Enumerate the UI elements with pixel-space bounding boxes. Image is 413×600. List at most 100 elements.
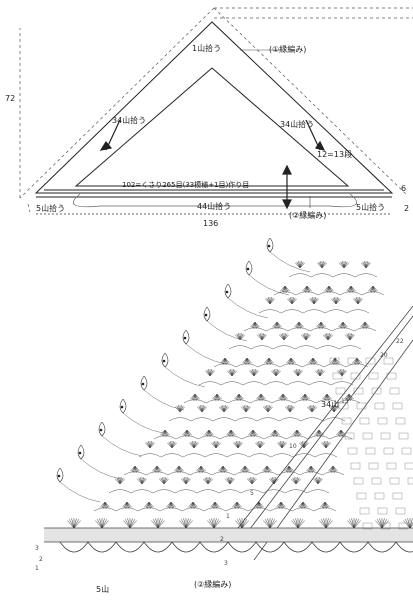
shell-stitch <box>223 406 229 413</box>
shell-stitch <box>183 429 188 437</box>
shell-stitch <box>285 406 291 413</box>
shell-stitch <box>365 261 370 269</box>
shell-stitch <box>316 477 319 485</box>
shell-stitch <box>345 393 350 401</box>
bottom-count-label: 5山 <box>96 585 110 594</box>
shell-stitch <box>318 429 324 436</box>
chain-loop <box>152 489 176 494</box>
shell-stitch <box>261 333 264 341</box>
shell-stitch <box>130 465 136 472</box>
shell-stitch <box>188 501 194 508</box>
chain-loop <box>307 435 331 440</box>
shell-stitch <box>372 285 378 292</box>
shell-stitch <box>333 405 336 413</box>
picot-dot <box>267 244 271 248</box>
shell-stitch <box>149 442 155 449</box>
shell-stitch <box>286 405 291 413</box>
shell-stitch <box>151 520 159 529</box>
shell-stitch <box>290 297 293 305</box>
shell-stitch <box>251 478 257 485</box>
shell-stitch <box>214 441 217 449</box>
shell-stitch <box>99 518 103 529</box>
shell-stitch <box>321 442 327 449</box>
picot-loop <box>224 283 232 299</box>
shell-stitch <box>313 297 318 305</box>
shell-stitch <box>194 393 199 401</box>
shell-stitch <box>244 465 249 473</box>
shell-stitch <box>255 501 260 509</box>
shell-stitch <box>249 370 255 377</box>
pickup-bottom-left-label: 5山拾う <box>36 204 66 213</box>
shell-stitch <box>259 441 264 449</box>
shell-stitch <box>283 333 286 341</box>
chain-loop <box>213 363 237 368</box>
shell-stitch <box>71 518 75 529</box>
shell-stitch <box>277 501 282 509</box>
chain-loop <box>168 417 192 422</box>
chain-loop <box>310 273 334 278</box>
shell-stitch <box>208 429 214 436</box>
shell-stitch <box>335 297 340 305</box>
shell-stitch <box>257 393 262 401</box>
shell-stitch <box>407 518 411 529</box>
pickup-bottom-center-label: 44山拾う <box>197 202 232 211</box>
shell-stitch <box>310 405 313 413</box>
shell-stitch <box>357 297 362 305</box>
shell-stitch <box>198 405 203 413</box>
shell-stitch <box>190 441 195 449</box>
shell-stitch <box>238 333 241 341</box>
shell-stitch <box>233 442 239 449</box>
shell-stitch <box>329 465 334 473</box>
shell-stitch <box>319 370 325 377</box>
shell-stitch <box>276 321 282 328</box>
shell-stitch <box>73 518 77 529</box>
shell-stitch <box>242 405 247 413</box>
shell-stitch <box>138 477 143 485</box>
shell-stitch <box>297 369 300 377</box>
filet-block <box>356 402 367 410</box>
shell-stitch <box>381 520 389 529</box>
shell-stitch <box>343 262 349 269</box>
shell-stitch <box>247 478 253 485</box>
shell-stitch <box>321 261 324 269</box>
shell-stitch <box>231 369 236 377</box>
shell-stitch <box>283 333 288 341</box>
shell-stitch <box>262 465 268 472</box>
shell-stitch <box>268 357 274 364</box>
foundation-band <box>44 527 413 543</box>
shell-stitch <box>236 333 241 341</box>
shell-stitch <box>229 478 235 485</box>
shell-stitch <box>321 262 327 269</box>
shell-stitch <box>235 520 243 529</box>
shell-stitch <box>297 520 305 529</box>
chain-loop <box>269 507 293 512</box>
shell-stitch <box>323 518 327 529</box>
shell-stitch <box>141 478 147 485</box>
shell-stitch <box>134 465 140 472</box>
chain-loop <box>249 399 273 404</box>
shell-stitch <box>237 442 243 449</box>
shell-stitch <box>185 518 189 529</box>
shell-stitch <box>215 442 221 449</box>
shell-stitch <box>157 518 161 529</box>
shell-stitch <box>364 261 367 269</box>
shell-stitch <box>314 429 320 436</box>
picot-dot <box>204 313 208 317</box>
shell-stitch <box>190 393 196 400</box>
height-label: 72 <box>5 94 16 103</box>
shell-stitch <box>129 520 137 529</box>
shell-stitch <box>342 321 348 328</box>
shell-stitch <box>273 477 276 485</box>
shell-stitch <box>269 478 275 485</box>
shell-stitch <box>179 405 184 413</box>
shell-stitch <box>279 393 284 401</box>
picot-loop <box>182 329 190 345</box>
shell-stitch <box>100 501 106 508</box>
shell-stitch <box>171 441 174 449</box>
shell-stitch <box>275 369 280 377</box>
shell-stitch <box>348 333 351 341</box>
chain-loop <box>204 453 228 458</box>
direction-arrows <box>99 119 326 210</box>
chain-loop <box>288 273 312 278</box>
filet-block <box>380 432 391 440</box>
